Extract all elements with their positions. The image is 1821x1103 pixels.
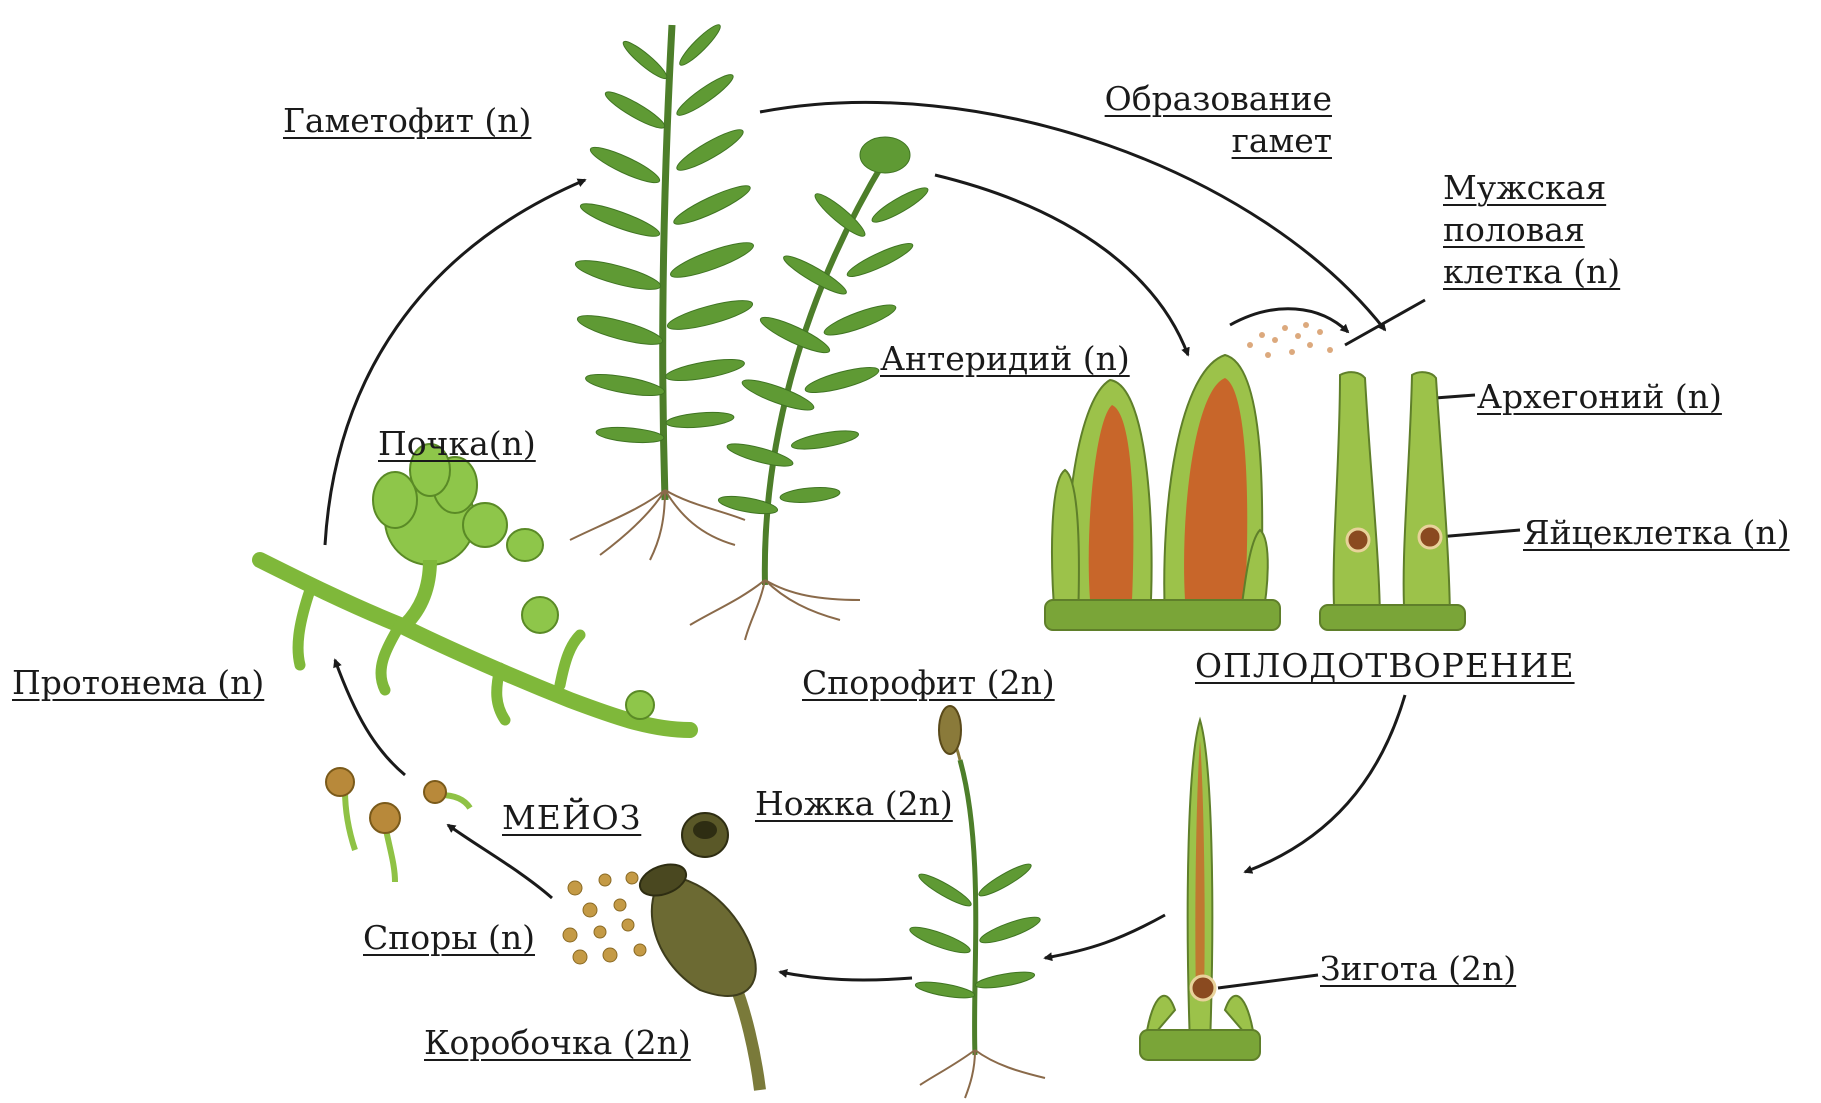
label-sporophyte: Спорофит (2n): [802, 662, 1055, 704]
egg-cell-leader: [1438, 530, 1520, 537]
male-cell-leader: [1345, 300, 1425, 345]
egg-cell-right: [1419, 526, 1441, 548]
label-stalk: Ножка (2n): [755, 783, 953, 825]
label-egg-cell: Яйцеклетка (n): [1523, 512, 1790, 554]
label-spores: Споры (n): [363, 917, 535, 959]
label-fertilization: ОПЛОДОТВОРЕНИЕ: [1195, 645, 1575, 687]
label-zygote: Зигота (2n): [1320, 948, 1516, 990]
label-gamete-formation: Образование гамет: [1062, 78, 1332, 162]
sporophyte-capsule-small: [939, 706, 961, 754]
zygote-leader: [1218, 975, 1318, 988]
spores: [563, 872, 646, 964]
sporophyte-plant: [908, 706, 1045, 1098]
gametophyte-plants: [570, 21, 931, 640]
arrow-meiosis-to-protonema: [335, 660, 405, 775]
label-meiosis: МЕЙОЗ: [502, 797, 641, 839]
protonema-with-bud: [260, 444, 690, 730]
archegonia: [1320, 372, 1465, 630]
label-capsule: Коробочка (2n): [424, 1022, 691, 1064]
arrow-sperm-to-archegonium: [1230, 309, 1348, 332]
zygote-cell: [1191, 976, 1215, 1000]
arrow-gametophyte-to-antheridium: [935, 175, 1188, 355]
label-protonema: Протонема (n): [12, 662, 264, 704]
arrow-fertilization-to-zygote: [1245, 695, 1405, 872]
label-bud: Почка(n): [378, 423, 536, 465]
arrow-zygote-to-sporophyte: [1045, 915, 1165, 958]
label-gametophyte: Гаметофит (n): [283, 100, 531, 142]
archegonium-leader: [1435, 395, 1475, 398]
label-antheridium: Антеридий (n): [880, 338, 1130, 380]
arrow-sporophyte-to-capsule: [780, 972, 912, 980]
gametophyte-plant-tall: [570, 21, 756, 560]
label-male-cell: Мужская половая клетка (n): [1443, 167, 1663, 294]
gametophyte-plant-short: [690, 137, 931, 640]
leader-lines: [1218, 300, 1520, 988]
young-sporophyte-zygote: [1140, 720, 1260, 1060]
label-archegonium: Архегоний (n): [1477, 376, 1722, 418]
egg-cell-left: [1347, 529, 1369, 551]
